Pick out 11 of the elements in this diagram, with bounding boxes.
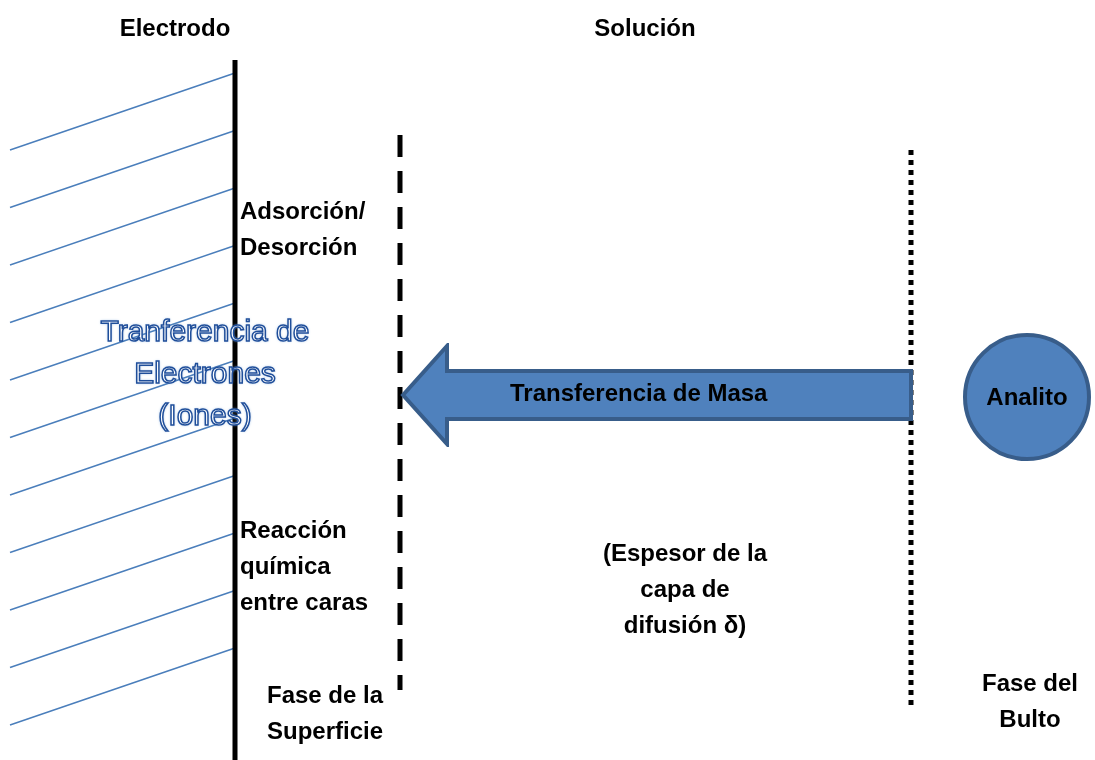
process-label: Reacción química entre caras — [240, 515, 370, 617]
heading: Electrodo — [118, 13, 232, 43]
note-text: (Espesor de la capa de difusión δ) — [601, 538, 769, 640]
circle — [963, 333, 1091, 461]
block-arrow — [400, 343, 915, 447]
process-label: Adsorción/ Desorción — [240, 196, 367, 262]
region-label: Fase del Bulto — [980, 668, 1079, 734]
node-label: Transferencia de Masa — [510, 379, 768, 407]
heading: Solución — [593, 13, 697, 43]
node-label: Analito — [985, 383, 1069, 411]
region-label: Fase de la Superficie — [265, 680, 385, 746]
